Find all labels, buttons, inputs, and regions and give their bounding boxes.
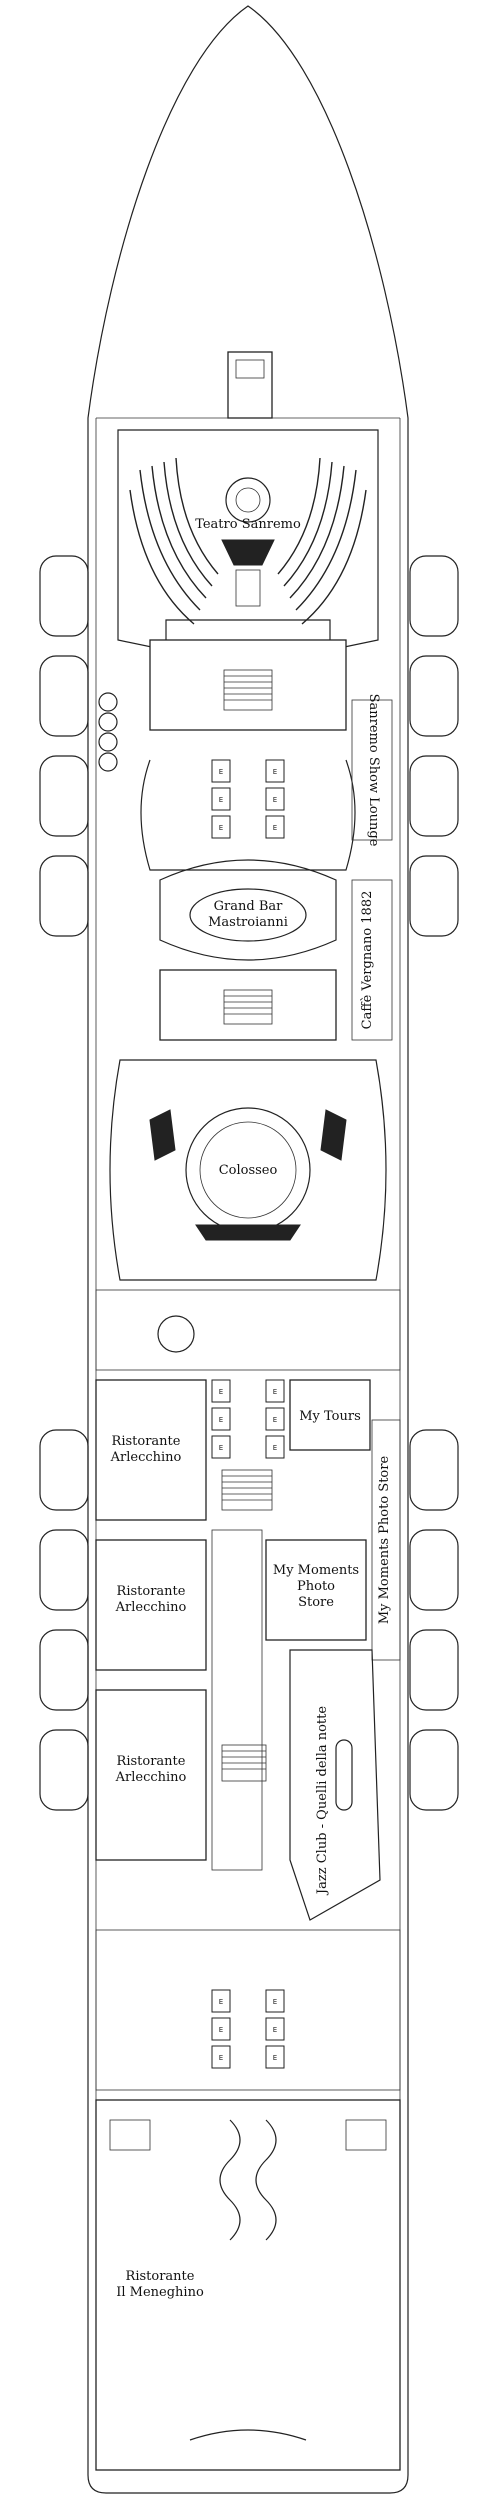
label-arlecchino-a-1: Ristorante — [112, 1434, 181, 1449]
svg-text:E: E — [273, 1388, 277, 1396]
svg-text:E: E — [219, 796, 223, 804]
elevator-bank-mid: E E E E E E — [211, 1379, 285, 1459]
svg-text:E: E — [273, 768, 277, 776]
svg-text:E: E — [219, 768, 223, 776]
svg-text:E: E — [273, 2054, 277, 2062]
label-meneghino-2: Il Meneghino — [116, 2285, 204, 2300]
svg-text:E: E — [273, 1998, 277, 2006]
teatro-sanremo[interactable] — [117, 429, 379, 651]
ristorante-arlecchino-a[interactable] — [95, 1379, 207, 1521]
label-meneghino-1: Ristorante — [126, 2269, 195, 2284]
my-moments-photo-store-side[interactable] — [371, 1419, 401, 1661]
label-arlecchino-a-2: Arlecchino — [110, 1450, 182, 1465]
svg-text:E: E — [219, 1444, 223, 1452]
hull-outline — [87, 5, 409, 2494]
svg-text:E: E — [219, 824, 223, 832]
caffe-vergnano[interactable] — [351, 879, 393, 1041]
lifeboats-port — [39, 555, 89, 1811]
svg-text:E: E — [273, 796, 277, 804]
svg-text:E: E — [219, 1998, 223, 2006]
label-teatro-sanremo: Teatro Sanremo — [195, 517, 301, 532]
label-arlecchino-c-2: Arlecchino — [115, 1770, 187, 1785]
label-colosseo: Colosseo — [219, 1163, 278, 1178]
label-photo-store-2: Photo — [297, 1579, 335, 1594]
svg-text:E: E — [273, 2026, 277, 2034]
elevator-bank-forward: E E E E E E — [211, 759, 285, 839]
label-photo-store-3: Store — [298, 1595, 334, 1610]
my-moments-photo-store[interactable] — [265, 1539, 367, 1641]
bow-structure — [227, 351, 273, 419]
svg-text:E: E — [219, 2026, 223, 2034]
ristorante-il-meneghino[interactable] — [95, 2099, 401, 2471]
stairs-forward — [223, 669, 273, 711]
ristorante-arlecchino-c[interactable] — [95, 1689, 207, 1861]
my-tours[interactable] — [289, 1379, 371, 1451]
label-mastroianni: Mastroianni — [208, 915, 288, 930]
elevator-bank-aft: E E E E E E — [211, 1989, 285, 2069]
svg-text:E: E — [219, 2054, 223, 2062]
label-grand-bar: Grand Bar — [214, 899, 283, 914]
lifeboats-starboard — [409, 555, 459, 1811]
lounge-seats-port — [98, 692, 118, 772]
label-caffe-vergnano: Caffè Vergnano 1882 — [360, 891, 375, 1030]
svg-text:E: E — [273, 1444, 277, 1452]
stairs-mid — [159, 969, 337, 1041]
svg-text:E: E — [219, 1416, 223, 1424]
label-sanremo-show-lounge: Sanremo Show Lounge — [366, 694, 381, 847]
svg-text:E: E — [219, 1388, 223, 1396]
ristorante-arlecchino-b[interactable] — [95, 1539, 207, 1671]
jazz-club[interactable] — [289, 1649, 381, 1921]
label-arlecchino-b-1: Ristorante — [117, 1584, 186, 1599]
svg-text:E: E — [273, 1416, 277, 1424]
label-arlecchino-b-2: Arlecchino — [115, 1600, 187, 1615]
sanremo-show-lounge[interactable] — [351, 699, 393, 841]
stairs-midship — [221, 1469, 273, 1511]
label-my-tours: My Tours — [299, 1409, 361, 1424]
colosseo[interactable] — [109, 1059, 387, 1281]
grand-bar-mastroianni[interactable] — [159, 859, 337, 961]
label-arlecchino-c-1: Ristorante — [117, 1754, 186, 1769]
label-jazz-club: Jazz Club - Quelli della notte — [315, 1706, 330, 1896]
label-photo-store-1: My Moments — [273, 1563, 359, 1578]
svg-text:E: E — [273, 824, 277, 832]
label-photo-store-side: My Moments Photo Store — [377, 1456, 392, 1625]
